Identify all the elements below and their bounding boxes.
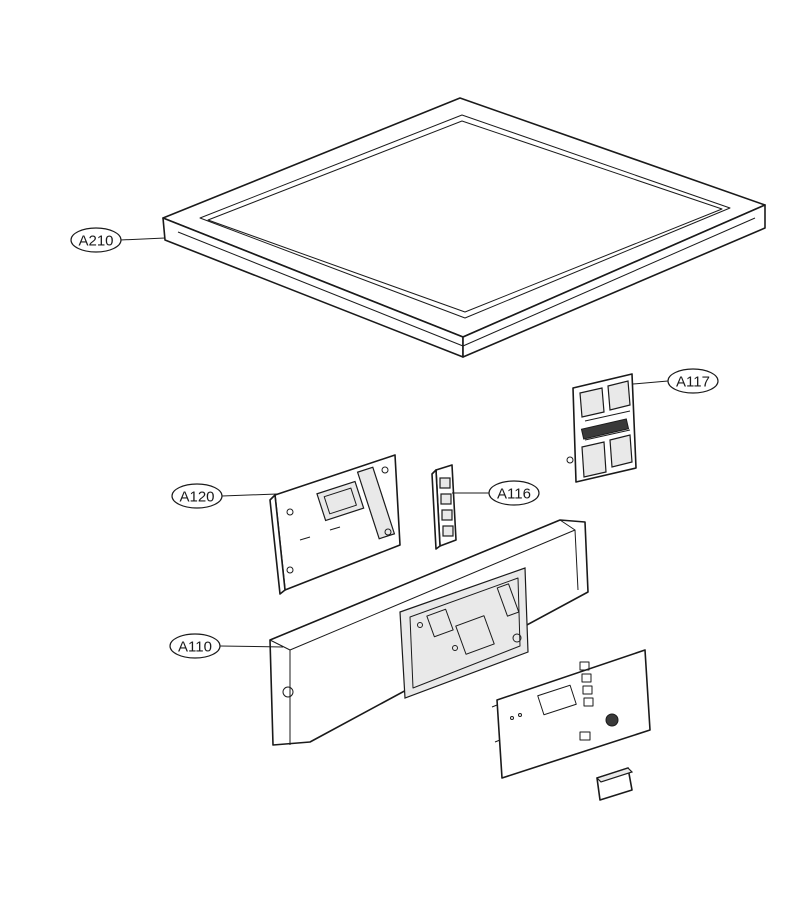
leader-a117 xyxy=(632,380,669,385)
part-a117-bracket xyxy=(566,373,637,483)
leader-a110 xyxy=(219,645,284,648)
part-a110-control-panel xyxy=(269,519,589,746)
callout-a117-label: A117 xyxy=(676,374,710,391)
callout-a116: A116 xyxy=(488,480,540,506)
part-a120-pcb-assembly xyxy=(269,454,401,595)
part-display-board xyxy=(491,649,651,779)
callout-a117: A117 xyxy=(667,368,719,394)
part-a116-button-strip xyxy=(431,464,457,550)
callout-a116-label: A116 xyxy=(497,486,531,503)
part-a210-top-cover xyxy=(162,97,766,358)
part-button-cap xyxy=(595,767,634,801)
callout-a210: A210 xyxy=(70,227,122,253)
callout-a210-label: A210 xyxy=(78,233,113,250)
callout-a120: A120 xyxy=(171,483,223,509)
leader-a120 xyxy=(221,493,278,497)
callout-a110-label: A110 xyxy=(178,639,212,656)
leader-a210 xyxy=(119,237,166,241)
callout-a120-label: A120 xyxy=(179,489,214,506)
callout-a110: A110 xyxy=(169,633,221,659)
